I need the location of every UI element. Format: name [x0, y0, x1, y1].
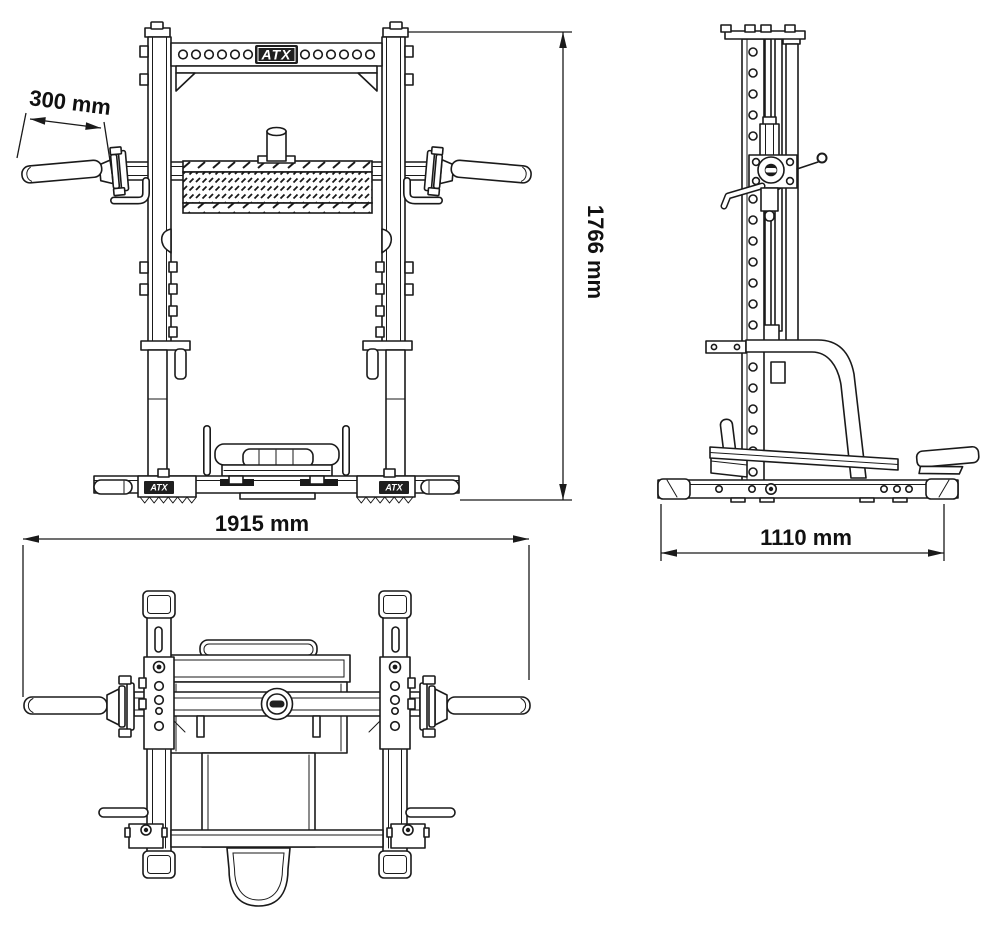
brand-logo: ATX — [384, 483, 403, 493]
brand-logo: ATX — [149, 483, 168, 493]
height-dimension-label: 1766 mm — [583, 205, 608, 299]
arrowhead-left-icon — [23, 535, 39, 543]
seat-pad-side — [915, 445, 980, 475]
left-handle-top — [23, 675, 135, 738]
right-foot-badge: ATX — [379, 481, 409, 494]
arrowhead-right-icon — [85, 122, 101, 130]
left-j-hook — [110, 177, 150, 205]
left-weight-sleeve — [93, 479, 133, 495]
side-base — [657, 478, 959, 503]
arrowhead-right-icon — [513, 535, 529, 543]
left-stabilizer-peg — [98, 807, 149, 818]
top-view: 1915 mm — [22, 511, 531, 907]
left-base-rail-top — [124, 590, 176, 879]
weight-post — [257, 126, 296, 164]
clamp-block — [124, 823, 168, 849]
side-view: 1110 mm — [657, 24, 980, 561]
grip-handle — [21, 159, 103, 184]
right-upright — [362, 21, 414, 478]
rear-crossmember — [170, 829, 384, 848]
arrowhead-left-icon — [30, 117, 46, 125]
right-weight-sleeve — [420, 479, 460, 495]
press-arm-top — [133, 687, 421, 738]
brand-badge: ATX — [255, 45, 298, 64]
right-base-rail-top — [378, 590, 430, 879]
width-dimension-label: 1915 mm — [215, 511, 309, 536]
rail-slot — [154, 626, 163, 653]
crossbar-holes — [177, 49, 376, 60]
arrowhead-down-icon — [559, 484, 567, 500]
left-foot-badge: ATX — [144, 481, 174, 494]
top-crossbar: ATX — [170, 42, 383, 92]
front-base: ATX ATX — [93, 468, 460, 504]
pull-pin — [796, 161, 819, 170]
right-handle-top — [419, 675, 531, 738]
seat-assembly — [203, 425, 350, 477]
right-stabilizer-peg — [405, 807, 456, 818]
grip-handle — [23, 696, 108, 715]
pull-pin-ring — [816, 152, 828, 164]
weight-pin — [174, 348, 187, 380]
bench-top — [166, 639, 351, 848]
handle-length-label: 300 mm — [28, 85, 112, 120]
right-handle-assembly — [423, 145, 534, 205]
carriage — [720, 116, 828, 222]
left-handle-assembly — [21, 146, 130, 197]
extension-line-right — [103, 121, 114, 181]
depth-dimension-label: 1110 mm — [760, 525, 852, 550]
bench-frame — [705, 339, 980, 479]
rail-end-cap — [142, 850, 176, 879]
dimension-total-width: 1915 mm — [22, 511, 530, 697]
hook-notch — [160, 228, 172, 254]
gusset-right — [357, 72, 378, 92]
arrowhead-left-icon — [661, 549, 677, 557]
brand-logo: ATX — [261, 47, 293, 63]
extension-line-left — [16, 112, 27, 159]
arrowhead-up-icon — [559, 32, 567, 48]
left-upright — [139, 21, 191, 478]
dimension-total-depth: 1110 mm — [660, 504, 945, 561]
arrowhead-right-icon — [928, 549, 944, 557]
seat-top — [226, 847, 291, 907]
shoulder-pad — [182, 160, 373, 214]
rail-end-cap — [142, 590, 176, 619]
front-view: 1766 mm — [16, 21, 608, 504]
gusset-left — [175, 72, 196, 92]
upright-column — [720, 24, 806, 484]
dimension-total-height: 1766 mm — [407, 31, 608, 501]
column-holes — [748, 47, 758, 477]
